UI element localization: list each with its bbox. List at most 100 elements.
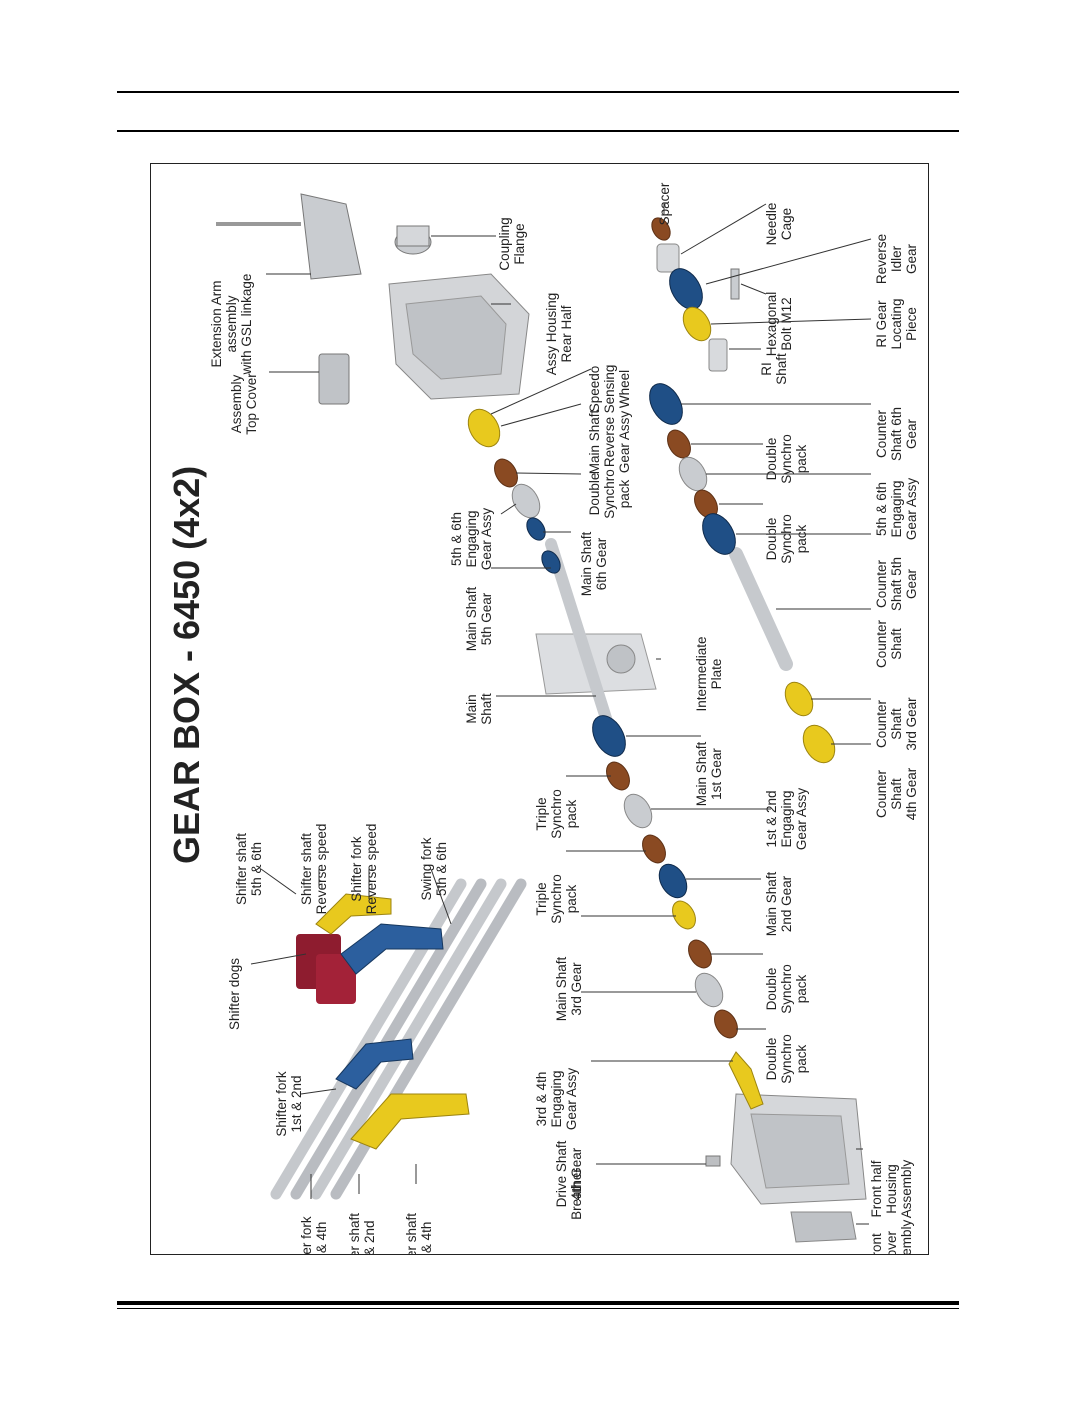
label-line: Synchro <box>779 964 794 1014</box>
leader-line <box>705 238 872 285</box>
label-line: with GSL linkage <box>239 274 254 376</box>
counter-shaft-gears <box>649 383 836 764</box>
label-line: Swing fork <box>419 837 434 900</box>
label-line: Counter <box>874 699 889 748</box>
label-line: RI <box>759 362 774 376</box>
label-line: Coupling <box>497 217 512 270</box>
shifter-assembly <box>270 878 527 1200</box>
label-line: Top Cover <box>244 373 259 435</box>
label-speedo-wheel: SpeedoSensingWheel <box>587 365 632 414</box>
leader-line <box>260 868 297 895</box>
label-line: Main Shaft <box>587 409 602 474</box>
label-main-shaft-5th: Main Shaft5th Gear <box>464 586 494 651</box>
label-line: Front <box>869 1233 884 1255</box>
label-line: Reverse <box>602 417 617 467</box>
label-line: Synchro <box>779 514 794 564</box>
label-line: Synchro <box>549 789 564 839</box>
label-line: Synchro <box>779 1034 794 1084</box>
label-line: Rear Half <box>559 305 574 362</box>
leader-line <box>430 868 452 925</box>
label-line: pack <box>794 444 809 473</box>
label-line: Drive Shaft <box>554 1140 569 1207</box>
label-line: Shifter shaft <box>234 833 249 905</box>
label-line: Double <box>764 968 779 1011</box>
rear-housing <box>388 273 530 400</box>
leader-line <box>710 318 872 325</box>
label-line: Engaging <box>549 1070 564 1127</box>
label-line: Hexagonal <box>764 292 779 357</box>
label-line: Shifter shaft <box>404 1213 419 1255</box>
figure-title: GEAR BOX - 6450 (4x2) <box>166 466 207 864</box>
label-line: 3rd Gear <box>569 962 584 1016</box>
label-line: 3rd Gear <box>904 697 919 751</box>
label-line: Double <box>587 473 602 516</box>
label-shifter-shaft-56: Shifter shaft5th & 6th <box>234 833 264 905</box>
label-line: Counter <box>874 559 889 608</box>
label-line: 5th & 6th <box>434 842 449 896</box>
label-line: Main Shaft <box>579 531 594 596</box>
label-line: Shifter shaft <box>347 1213 362 1255</box>
extension-arm-assembly <box>216 193 362 280</box>
label-line: pack <box>794 974 809 1003</box>
label-engaging-34: 3rd & 4thEngagingGear Assy <box>534 1068 579 1131</box>
label-line: Gear <box>904 568 919 599</box>
label-ri-shaft: RIShaft <box>759 353 789 385</box>
label-line: Synchro <box>602 469 617 519</box>
gearbox-diagram: GEAR BOX - 6450 (4x2) <box>166 182 919 1255</box>
label-line: Gear <box>904 418 919 449</box>
exploded-view-figure: GEAR BOX - 6450 (4x2) <box>150 163 929 1255</box>
label-counter-shaft-4th: CounterShaft4th Gear <box>874 767 919 820</box>
leader-line <box>500 503 517 515</box>
label-line: 1st & 2nd <box>764 790 779 847</box>
label-line: 3rd & 4th <box>314 1222 329 1255</box>
label-triple-synchro-1: TripleSynchropack <box>534 789 579 839</box>
label-front-half-housing: Front halfHousingAssembly <box>869 1159 914 1218</box>
label-swing-fork: Swing fork5th & 6th <box>419 837 449 900</box>
label-line: assembly <box>224 295 239 352</box>
label-line: 3rd & 4th <box>534 1072 549 1127</box>
counter-shaft-part <box>729 547 793 671</box>
label-line: Counter <box>874 769 889 818</box>
label-line: Reverse <box>874 234 889 284</box>
label-drive-shaft-4th: Drive Shaft4th Gear <box>554 1140 584 1207</box>
footer-rule-thin <box>117 1308 959 1309</box>
label-intermediate-plate: IntermediatePlate <box>694 636 724 711</box>
label-engaging-12: 1st & 2ndEngagingGear Assy <box>764 788 809 851</box>
label-line: Shifter fork <box>349 836 364 902</box>
label-double-synchro-4: DoubleSynchropack <box>764 434 809 484</box>
label-line: Shifter fork <box>274 1071 289 1137</box>
label-line: 2nd Gear <box>779 875 794 932</box>
label-line: Gear Assy <box>904 478 919 541</box>
label-line: 1st & 2nd <box>362 1220 377 1255</box>
label-double-synchro-2: DoubleSynchropack <box>764 964 809 1014</box>
header-rule-bottom <box>117 130 959 132</box>
label-shifter-dogs: Shifter dogs <box>227 958 242 1030</box>
label-shifter-shaft-rev: Shifter shaftReverse speed <box>299 824 329 915</box>
label-main-shaft-1st: Main Shaft1st Gear <box>694 741 724 806</box>
label-line: Shaft <box>479 693 494 725</box>
leader-line <box>250 953 307 965</box>
label-reverse-idler: ReverseIdlerGear <box>874 234 919 284</box>
label-shifter-shaft-12: Shifter shaft1st & 2nd <box>347 1213 377 1255</box>
leader-line <box>515 472 582 475</box>
label-shifter-shaft-34: Shifter shaft3rd & 4th <box>404 1213 434 1255</box>
label-line: 4th Gear <box>569 1147 584 1200</box>
front-half-housing <box>730 1093 867 1205</box>
label-line: pack <box>617 479 632 508</box>
label-main-shaft-3rd: Main Shaft3rd Gear <box>554 956 584 1021</box>
label-ri-locating: RI GearLocatingPiece <box>874 298 919 349</box>
label-line: Wheel <box>617 370 632 408</box>
label-line: 5th & 6th <box>249 842 264 896</box>
label-assy-housing-rear: Assy HousingRear Half <box>544 293 574 376</box>
label-line: Main Shaft <box>464 586 479 651</box>
label-line: Counter <box>874 409 889 458</box>
label-shifter-fork-34: Shifter fork3rd & 4th <box>299 1216 329 1255</box>
label-line: Shifter dogs <box>227 958 242 1030</box>
label-breather: Breather <box>569 1168 584 1220</box>
label-line: Triple <box>534 797 549 830</box>
label-line: Sensing <box>602 365 617 414</box>
label-line: Main <box>464 694 479 723</box>
label-line: Plate <box>709 659 724 690</box>
label-front-cover: FrontCoverAssembly <box>869 1219 914 1255</box>
